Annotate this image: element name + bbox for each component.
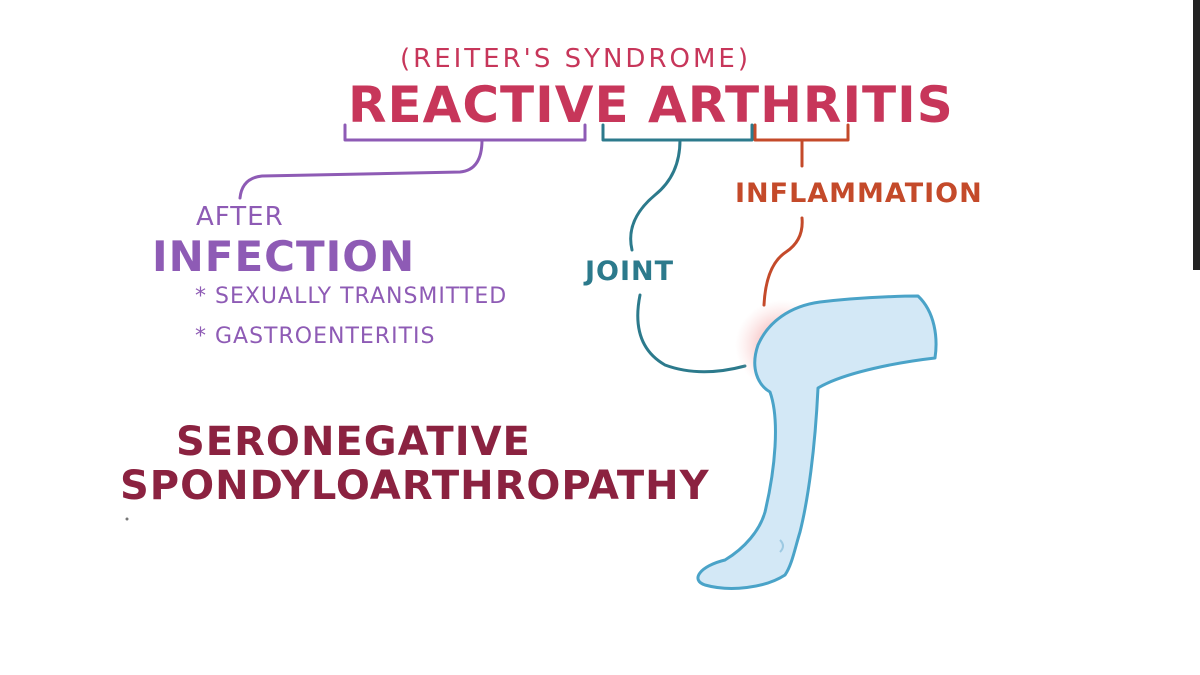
joint-connector-upper	[629, 138, 682, 252]
reactive-connector	[238, 138, 484, 200]
spondyloarthropathy-label: SPONDYLOARTHROPATHY	[120, 463, 710, 509]
title: REACTIVE ARTHRITIS	[348, 80, 954, 130]
bullet-gastroenteritis: * GASTROENTERITIS	[195, 324, 436, 349]
inflammation-label: INFLAMMATION	[735, 178, 983, 209]
joint-label: JOINT	[585, 256, 675, 287]
leg-illustration	[696, 294, 938, 590]
inflammation-connector-lower	[762, 216, 804, 307]
subtitle: (REITER'S SYNDROME)	[400, 44, 751, 74]
edge-strip	[1193, 0, 1200, 270]
speck	[125, 517, 129, 521]
infection-label: INFECTION	[152, 232, 416, 281]
title-itis: ITIS	[842, 76, 954, 134]
ankle-detail	[779, 539, 784, 553]
bullet-sexually-transmitted: * SEXUALLY TRANSMITTED	[195, 284, 508, 309]
after-label: AFTER	[196, 202, 284, 232]
title-reactive: REACTIVE	[348, 76, 630, 134]
seronegative-label: SERONEGATIVE	[176, 419, 531, 465]
joint-connector-lower	[636, 293, 747, 374]
reactive-bracket	[343, 123, 587, 142]
arthr-bracket	[601, 123, 754, 142]
title-arthr: ARTHR	[648, 76, 843, 134]
